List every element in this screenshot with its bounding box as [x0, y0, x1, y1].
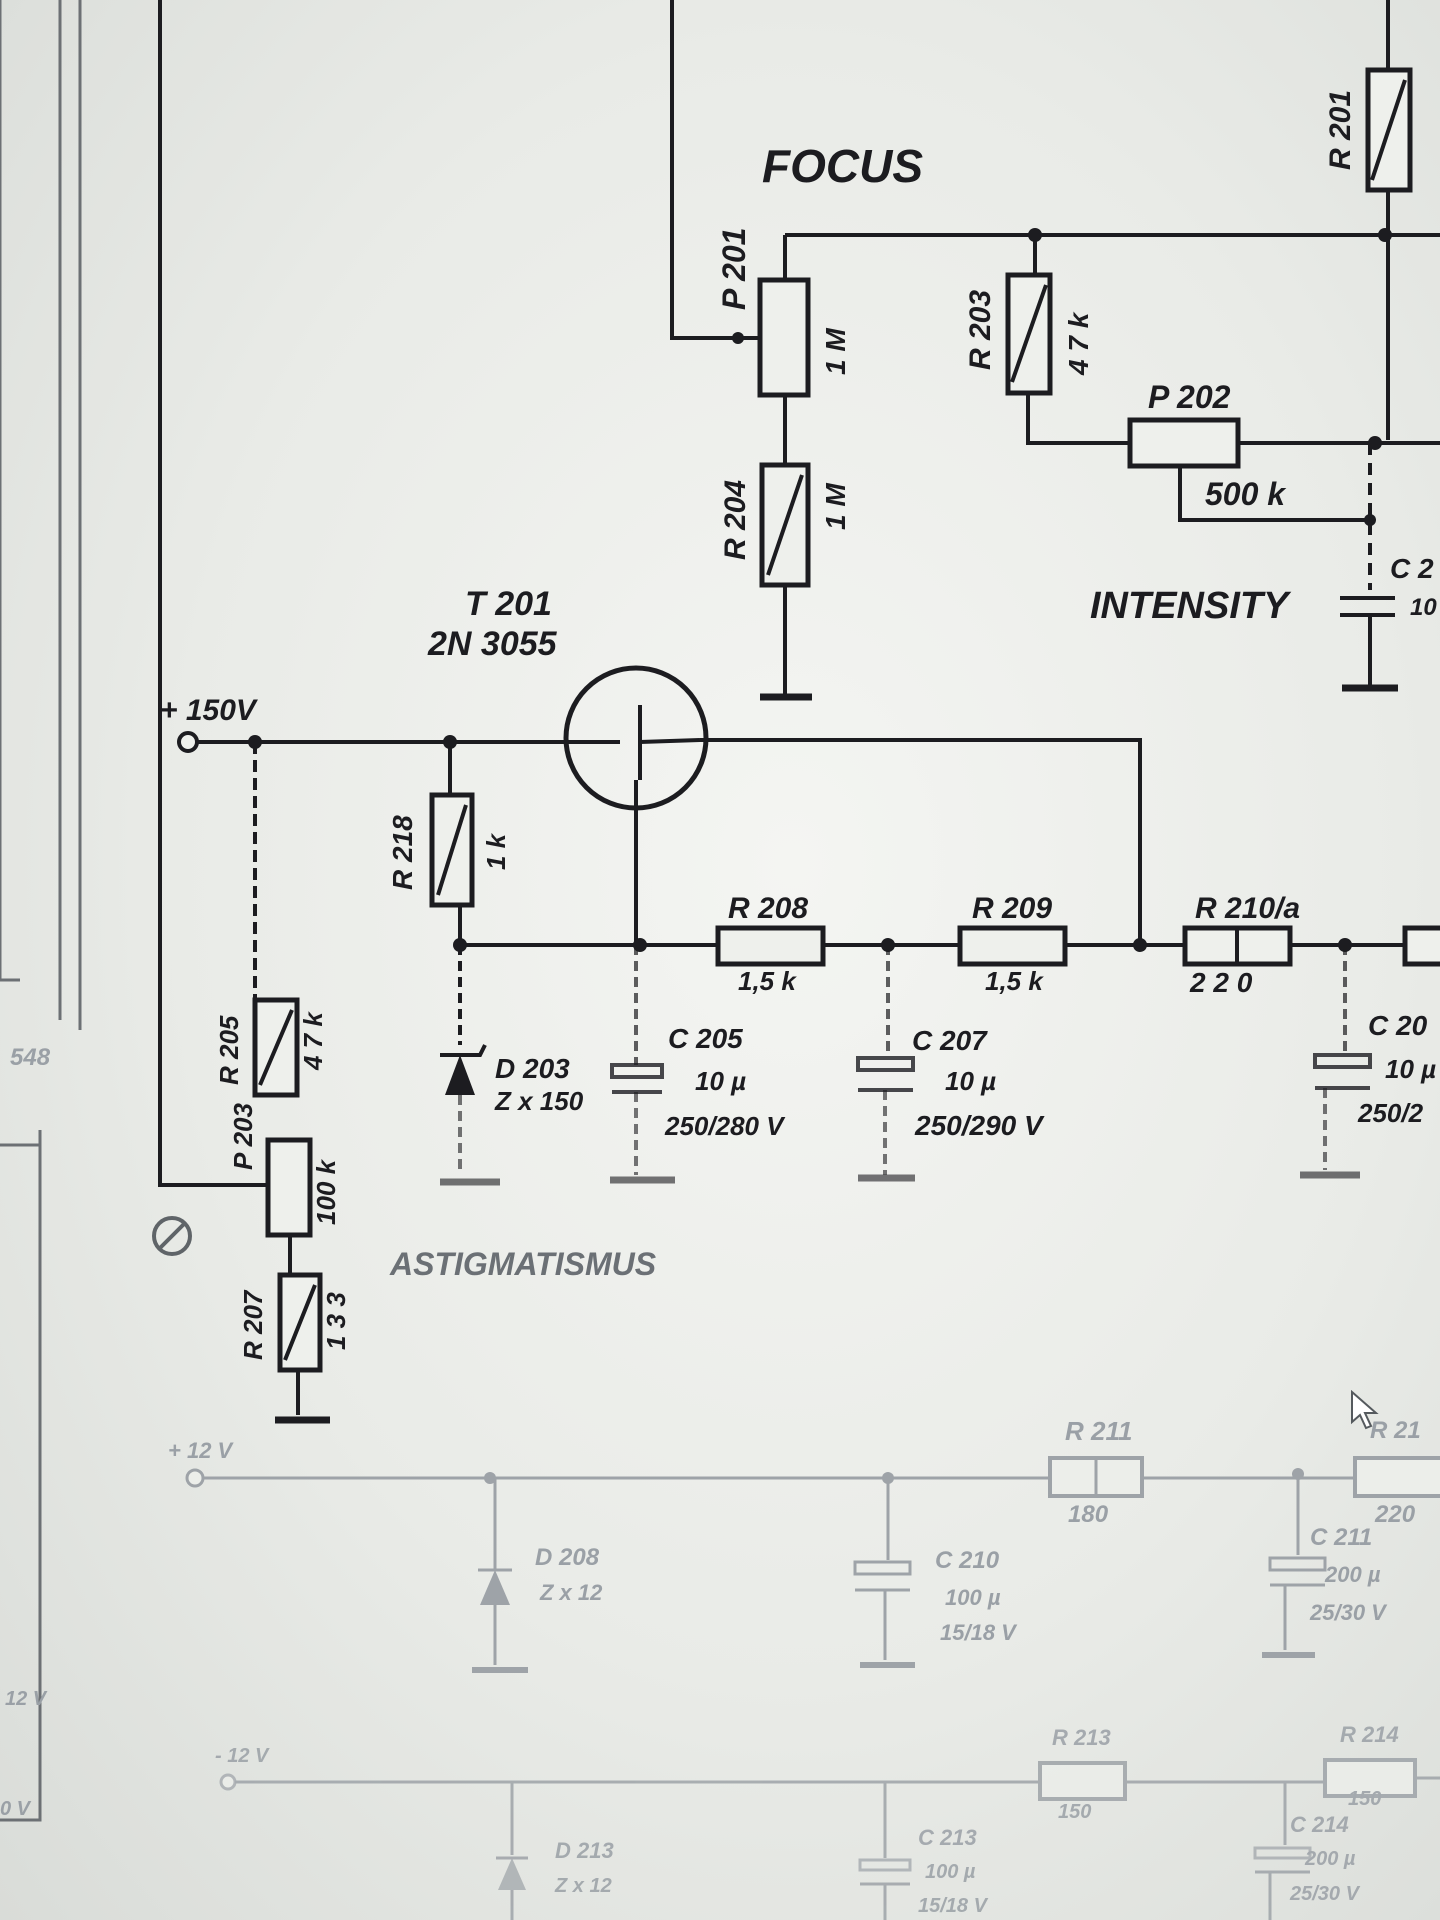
label-p201-value: 1 M [820, 328, 851, 375]
label-r218-value: 1 k [481, 832, 511, 870]
label-r209: R 209 [972, 892, 1052, 925]
label-c-right-value: 10 [1410, 594, 1437, 621]
label-d208: D 208 [535, 1544, 600, 1571]
astigmatismus-section: + 150V T 201 2N 3055 R 218 1 k R 208 1,5… [152, 0, 1440, 1424]
resistor-r209 [957, 925, 1068, 967]
resistor-r214 [1323, 1758, 1417, 1798]
label-r213-value: 150 [1058, 1801, 1091, 1823]
potentiometer-p202 [1127, 417, 1241, 469]
label-d203-value: Z x 150 [494, 1086, 584, 1116]
t201-label: T 201 [465, 585, 552, 623]
supply-12v-label: + 12 V [168, 1438, 235, 1463]
adjust-icon [152, 1216, 192, 1256]
label-r204: R 204 [719, 480, 752, 560]
label-c211: C 211 [1310, 1524, 1372, 1551]
t201-type-label: 2N 3055 [427, 625, 558, 663]
label-c208: C 20 [1368, 1010, 1428, 1041]
label-r213: R 213 [1052, 1725, 1111, 1750]
resistor-r208 [715, 925, 826, 967]
left-page-frame: 548 12 V 0 V [0, 0, 82, 1822]
label-r214-value: 150 [1348, 1788, 1381, 1810]
label-r211-value: 180 [1068, 1501, 1109, 1528]
intensity-label: INTENSITY [1090, 585, 1292, 627]
label-c214: C 214 [1290, 1812, 1349, 1837]
margin-label-0v: 0 V [0, 1798, 32, 1820]
label-p203: P 203 [228, 1102, 258, 1170]
label-c208-voltage: 250/2 [1357, 1098, 1424, 1128]
label-r204-value: 1 M [820, 483, 851, 530]
resistor-r213 [1038, 1761, 1127, 1801]
label-r205-value: 4 7 k [298, 1011, 328, 1071]
plus-12v-section: + 12 V R 211 180 R 21 220 D 208 Z x 12 C… [168, 1416, 1440, 1673]
mouse-pointer-icon [1351, 1390, 1379, 1430]
label-r208-value: 1,5 k [738, 966, 797, 996]
label-c208-value: 10 µ [1385, 1054, 1436, 1084]
supply-neg12v-label: - 12 V [215, 1745, 270, 1767]
label-r210a-value: 2 2 0 [1189, 967, 1253, 998]
label-c207: C 207 [912, 1025, 988, 1056]
label-c213-voltage: 15/18 V [918, 1895, 989, 1917]
label-c213: C 213 [918, 1825, 977, 1850]
label-r205: R 205 [214, 1015, 244, 1085]
label-d213-value: Z x 12 [554, 1875, 612, 1897]
label-c-right: C 2 [1390, 553, 1434, 584]
label-p202: P 202 [1148, 379, 1231, 415]
label-c205-value: 10 µ [695, 1066, 746, 1096]
label-d208-value: Z x 12 [539, 1580, 603, 1605]
label-r218: R 218 [387, 815, 418, 890]
label-r214: R 214 [1340, 1722, 1399, 1747]
label-r203: R 203 [964, 290, 997, 370]
label-p202-value: 500 k [1205, 476, 1287, 512]
label-r207-value: 1 3 3 [321, 1292, 351, 1350]
potentiometer-p201 [757, 277, 811, 398]
label-r212-value: 220 [1374, 1501, 1416, 1528]
potentiometer-p203 [265, 1137, 313, 1238]
label-d203: D 203 [495, 1053, 570, 1084]
label-c207-value: 10 µ [945, 1066, 996, 1096]
label-r209-value: 1,5 k [985, 966, 1044, 996]
label-r207: R 207 [238, 1289, 268, 1360]
resistor-r212 [1353, 1456, 1440, 1498]
label-c207-voltage: 250/290 V [914, 1110, 1045, 1141]
label-c211-value: 200 µ [1324, 1562, 1381, 1587]
label-c210: C 210 [935, 1547, 1000, 1574]
focus-intensity-section: R 201 P 201 1 M R 204 1 M FOCUS R 203 4 … [670, 0, 1440, 701]
label-c214-voltage: 25/30 V [1289, 1883, 1361, 1905]
label-c210-value: 100 µ [945, 1585, 1001, 1610]
margin-label-12v: 12 V [5, 1688, 48, 1710]
label-r212: R 21 [1370, 1417, 1421, 1444]
resistor-r211 [1048, 1456, 1144, 1498]
label-r201: R 201 [1324, 90, 1357, 170]
label-d213: D 213 [555, 1838, 614, 1863]
label-p201: P 201 [716, 228, 752, 310]
minus-12v-section: - 12 V R 213 150 R 214 150 D 213 Z x 12 … [215, 1722, 1440, 1920]
label-r210a: R 210/a [1195, 892, 1300, 925]
label-c214-value: 200 µ [1304, 1848, 1356, 1870]
supply-150v-label: + 150V [160, 694, 259, 727]
margin-label-548: 548 [10, 1044, 51, 1071]
label-r208: R 208 [728, 892, 808, 925]
focus-label: FOCUS [762, 140, 923, 192]
label-p203-value: 100 k [311, 1158, 341, 1225]
label-c213-value: 100 µ [925, 1861, 976, 1883]
label-r211: R 211 [1065, 1416, 1132, 1446]
astigmatismus-label: ASTIGMATISMUS [389, 1246, 657, 1282]
label-c210-voltage: 15/18 V [940, 1620, 1018, 1645]
label-c205: C 205 [668, 1023, 743, 1054]
label-c205-voltage: 250/280 V [664, 1111, 786, 1141]
label-r203-value: 4 7 k [1063, 311, 1094, 376]
label-c211-voltage: 25/30 V [1309, 1600, 1388, 1625]
